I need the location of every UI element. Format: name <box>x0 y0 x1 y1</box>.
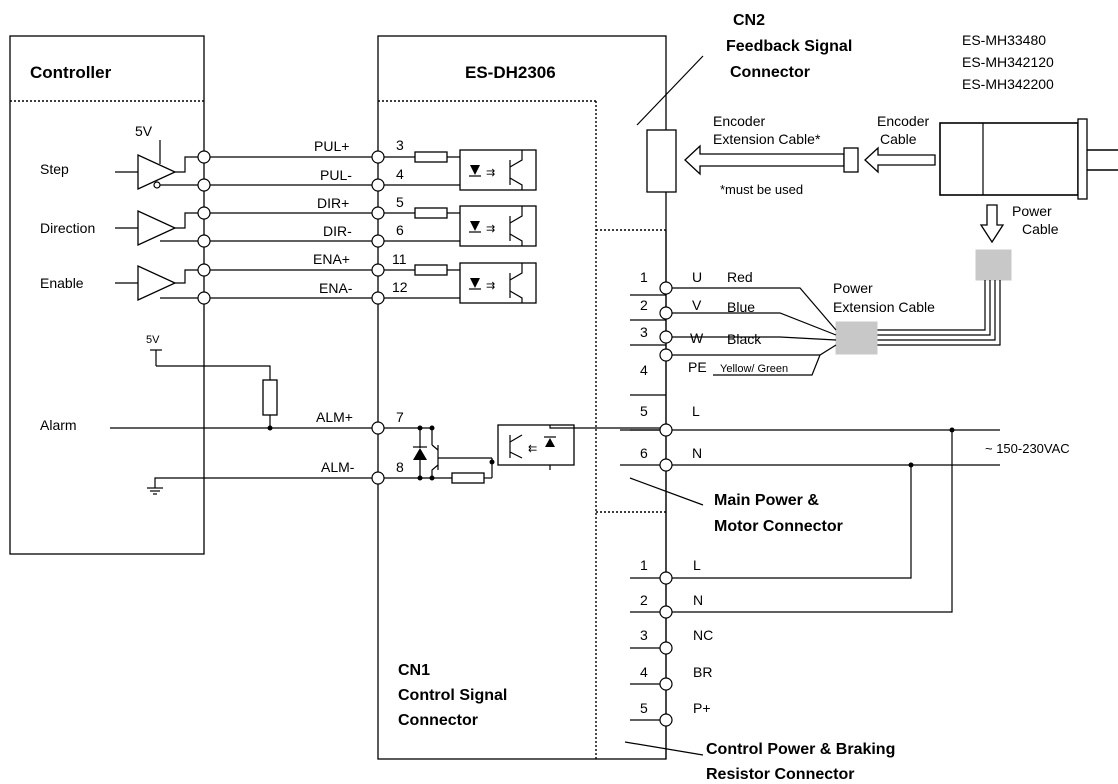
control-power-label-1: Control Power & Braking <box>706 741 895 758</box>
power-extension-connector <box>835 321 878 355</box>
pin-11: 11 <box>392 251 407 267</box>
alarm-output-circuit: ⇇ <box>384 424 666 484</box>
ac-supply-label: ~ 150-230VAC <box>985 441 1070 456</box>
main-power-label-2: Motor Connector <box>714 518 843 535</box>
signal-label-dir-minus: DIR- <box>323 223 352 239</box>
cn2-label-1: CN2 <box>733 12 765 29</box>
cp-sig-nc: NC <box>693 627 713 643</box>
mp-num-6: 6 <box>640 445 648 461</box>
step-buffer-icon <box>115 140 177 191</box>
enable-label: Enable <box>40 275 84 291</box>
encoder-ext-label-1: Encoder <box>713 113 765 129</box>
drive-title: ES-DH2306 <box>465 63 556 82</box>
signal-label-dir-plus: DIR+ <box>317 195 349 211</box>
motor-icon: ES-MH33480 ES-MH342120 ES-MH342200 <box>939 32 1118 200</box>
pin-12: 12 <box>392 279 408 295</box>
power-cable-label-1: Power <box>1012 203 1052 219</box>
svg-text:⇉: ⇉ <box>486 223 495 235</box>
motor-model-2: ES-MH342120 <box>962 54 1054 70</box>
signal-label-alm-plus: ALM+ <box>316 409 353 425</box>
cp-sig-p-plus: P+ <box>693 700 711 716</box>
svg-text:⇇: ⇇ <box>528 443 537 455</box>
mp-sig-l: L <box>692 403 700 419</box>
power-cable-label-2: Cable <box>1022 221 1059 237</box>
pin-7: 7 <box>396 409 404 425</box>
input-optocoupler-circuits: ⇉ ⇉ ⇉ <box>384 149 537 304</box>
pin-5: 5 <box>396 194 404 210</box>
mp-sig-pe: PE <box>688 359 707 375</box>
motor-model-1: ES-MH33480 <box>962 32 1046 48</box>
direction-label: Direction <box>40 220 95 236</box>
encoder-ext-label-2: Extension Cable* <box>713 131 821 147</box>
mp-desc-yellow-green: Yellow/ Green <box>720 363 788 375</box>
controller-block: Controller 5V Step Direction Enable 5V A… <box>9 35 278 555</box>
pin-4: 4 <box>396 166 404 182</box>
must-be-used-note: *must be used <box>720 182 803 197</box>
cp-num-2: 2 <box>640 592 648 608</box>
mp-num-4: 4 <box>640 362 648 378</box>
cn2-connector: CN2 Feedback Signal Connector <box>636 12 852 193</box>
cn1-label-1: CN1 <box>398 662 430 679</box>
pull-up-5v-label: 5V <box>146 334 160 346</box>
power-cable: Power Cable Power Extension Cable <box>833 203 1059 355</box>
controller-title: Controller <box>30 63 112 82</box>
power-ext-label-1: Power <box>833 280 873 296</box>
mp-sig-u: U <box>692 269 702 285</box>
mp-desc-black: Black <box>727 331 762 347</box>
mp-num-5: 5 <box>640 403 648 419</box>
controller-5v-label: 5V <box>135 123 153 139</box>
mp-num-2: 2 <box>640 297 648 313</box>
encoder-cable-label-1: Encoder <box>877 113 929 129</box>
alarm-label: Alarm <box>40 417 77 433</box>
cn1-terminals: PUL+ PUL- DIR+ DIR- ENA+ ENA- ALM+ ALM- … <box>313 137 408 485</box>
power-ext-label-2: Extension Cable <box>833 299 935 315</box>
cp-num-5: 5 <box>640 700 648 716</box>
main-power-label-1: Main Power & <box>714 492 819 509</box>
mp-sig-n: N <box>692 445 702 461</box>
pin-6: 6 <box>396 222 404 238</box>
control-power-label-2: Resistor Connector <box>706 766 854 783</box>
control-power-braking-connector: 1 2 3 4 5 L N NC BR P+ Control Power & B… <box>624 430 953 783</box>
power-cable-connector <box>975 249 1012 281</box>
mp-desc-red: Red <box>727 269 753 285</box>
pull-up-resistor-icon <box>150 349 278 431</box>
cn2-label-3: Connector <box>730 64 810 81</box>
mp-sig-w: W <box>690 330 704 346</box>
signal-label-ena-plus: ENA+ <box>313 251 350 267</box>
signal-label-pul-plus: PUL+ <box>314 138 349 154</box>
enable-buffer-icon <box>115 264 177 302</box>
mp-num-1: 1 <box>640 269 648 285</box>
motor-model-3: ES-MH342200 <box>962 76 1054 92</box>
encoder-cables: Encoder Extension Cable* *must be used E… <box>684 113 936 197</box>
mp-num-3: 3 <box>640 324 648 340</box>
cn2-label-2: Feedback Signal <box>726 38 852 55</box>
svg-text:⇉: ⇉ <box>486 167 495 179</box>
pin-3: 3 <box>396 137 404 153</box>
ground-icon <box>147 480 163 495</box>
mp-desc-blue: Blue <box>727 299 755 315</box>
signal-label-ena-minus: ENA- <box>319 280 353 296</box>
pin-8: 8 <box>396 459 404 475</box>
mp-sig-v: V <box>692 297 702 313</box>
cp-num-1: 1 <box>640 557 648 573</box>
cp-num-3: 3 <box>640 627 648 643</box>
cn1-label-3: Connector <box>398 712 478 729</box>
signal-label-alm-minus: ALM- <box>321 459 355 475</box>
svg-text:⇉: ⇉ <box>486 280 495 292</box>
drive-block: ES-DH2306 CN1 Control Signal Connector <box>377 35 667 760</box>
encoder-cable-label-2: Cable <box>880 131 917 147</box>
cp-sig-l: L <box>693 557 701 573</box>
cp-num-4: 4 <box>640 664 648 680</box>
cp-sig-n: N <box>693 592 703 608</box>
direction-buffer-icon <box>115 209 177 247</box>
main-power-motor-connector: 1 2 3 4 5 6 U V W PE L N Red Blue Black … <box>620 230 1070 759</box>
step-label: Step <box>40 161 69 177</box>
cp-sig-br: BR <box>693 664 712 680</box>
cn1-label-2: Control Signal <box>398 687 507 704</box>
signal-label-pul-minus: PUL- <box>320 167 352 183</box>
